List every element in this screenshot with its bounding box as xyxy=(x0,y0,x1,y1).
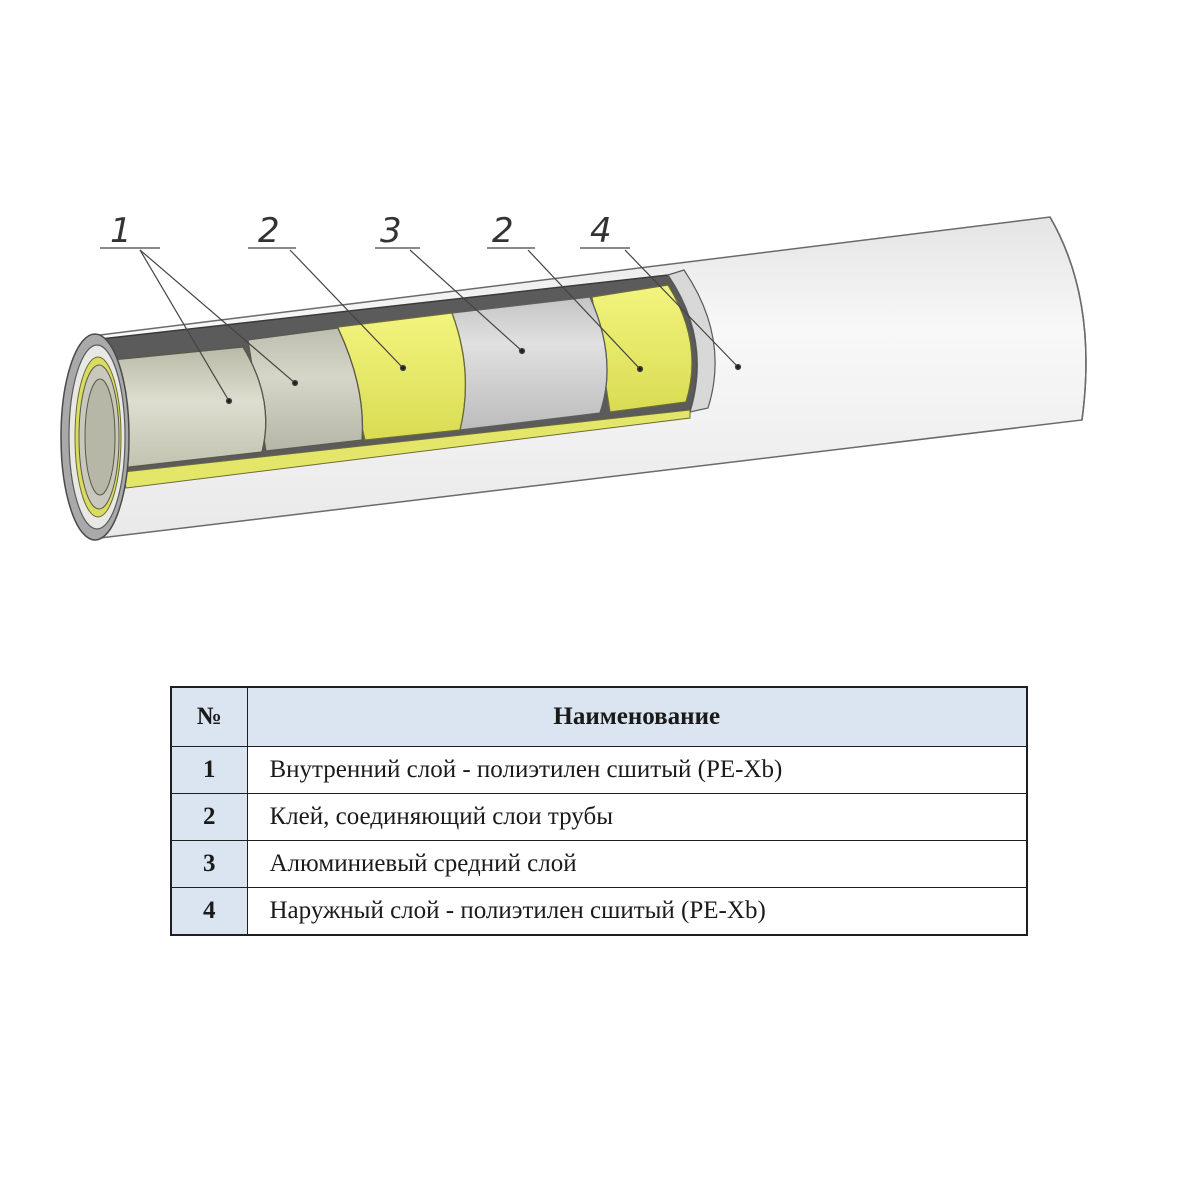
callout-1: 1 xyxy=(110,211,132,251)
callout-2a: 2 xyxy=(258,211,280,251)
callout-leaders xyxy=(100,247,742,405)
row-num: 4 xyxy=(170,887,248,936)
table-row: 1 Внутренний слой - полиэтилен сшитый (P… xyxy=(170,746,1028,794)
table-row: 2 Клей, соединяющий слои трубы xyxy=(170,793,1028,841)
pipe-end-face xyxy=(60,333,130,541)
inner-shell xyxy=(247,327,364,452)
row-name: Клей, соединяющий слои трубы xyxy=(246,793,1028,841)
table-row: 4 Наружный слой - полиэтилен сшитый (PE-… xyxy=(170,887,1028,936)
layers-table: № Наименование 1 Внутренний слой - полиэ… xyxy=(170,686,1028,936)
row-name: Алюминиевый средний слой xyxy=(246,840,1028,888)
row-num: 3 xyxy=(170,840,248,888)
callout-4: 4 xyxy=(590,211,612,251)
table-header-row: № Наименование xyxy=(170,686,1028,747)
outer-layer-cut-edge xyxy=(667,269,716,413)
adhesive-layer-outer xyxy=(591,284,693,413)
callout-3: 3 xyxy=(380,211,402,251)
header-name: Наименование xyxy=(246,686,1028,747)
aluminium-layer xyxy=(451,296,608,431)
row-num: 2 xyxy=(170,793,248,841)
table-row: 3 Алюминиевый средний слой xyxy=(170,840,1028,888)
inner-layer xyxy=(111,346,267,469)
row-name: Внутренний слой - полиэтилен сшитый (PE-… xyxy=(246,746,1028,794)
adhesive-layer-inner xyxy=(337,312,467,441)
callout-2b: 2 xyxy=(492,211,514,251)
pipe-cutaway-diagram: 1 2 3 2 4 xyxy=(60,211,1087,541)
row-num: 1 xyxy=(170,746,248,794)
header-num: № xyxy=(170,686,248,747)
row-name: Наружный слой - полиэтилен сшитый (PE-Xb… xyxy=(246,887,1028,936)
